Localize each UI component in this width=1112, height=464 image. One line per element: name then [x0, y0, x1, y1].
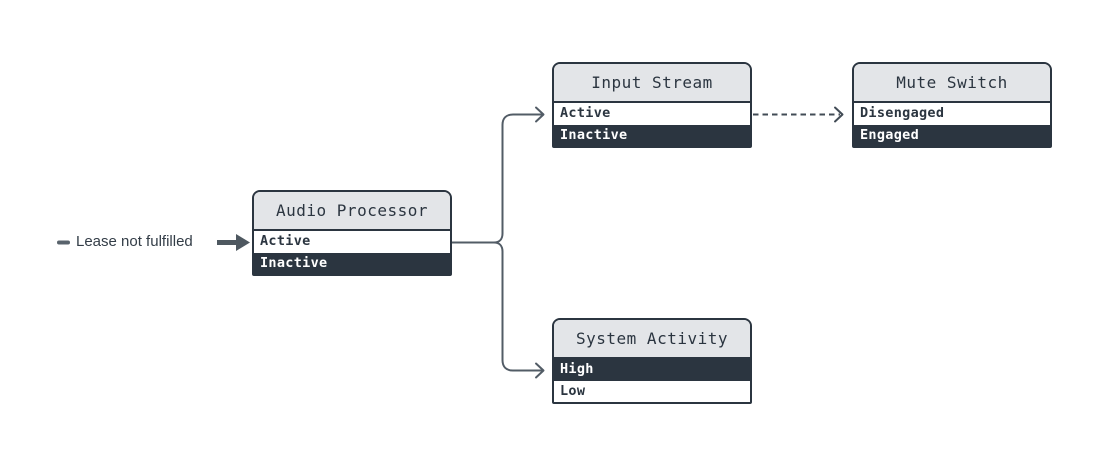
node-mute-switch-row-engaged[interactable]: Engaged: [854, 124, 1050, 146]
node-system-activity-title: System Activity: [554, 320, 750, 359]
node-system-activity[interactable]: System Activity High Low: [552, 318, 752, 404]
node-input-stream-title: Input Stream: [554, 64, 750, 103]
node-mute-switch-title: Mute Switch: [854, 64, 1050, 103]
edge-audio-processor-to-input-stream: [451, 113, 543, 244]
arrowhead-system-activity-icon: [535, 362, 545, 379]
node-system-activity-row-low[interactable]: Low: [554, 380, 750, 402]
annotation-arrow-icon: [217, 234, 250, 251]
edge-audio-processor-to-system-activity: [493, 241, 543, 372]
node-system-activity-row-high[interactable]: High: [554, 359, 750, 381]
node-input-stream[interactable]: Input Stream Active Inactive: [552, 62, 752, 148]
arrowhead-input-stream-icon: [535, 106, 545, 123]
node-audio-processor-row-inactive[interactable]: Inactive: [254, 252, 450, 274]
event-label-lease-not-fulfilled: Lease not fulfilled: [76, 233, 193, 250]
node-audio-processor-row-active[interactable]: Active: [254, 231, 450, 253]
arrowhead-mute-switch-icon: [834, 106, 844, 123]
node-audio-processor-title: Audio Processor: [254, 192, 450, 231]
node-mute-switch-row-disengaged[interactable]: Disengaged: [854, 103, 1050, 125]
node-audio-processor[interactable]: Audio Processor Active Inactive: [252, 190, 452, 276]
node-mute-switch[interactable]: Mute Switch Disengaged Engaged: [852, 62, 1052, 148]
node-input-stream-row-inactive[interactable]: Inactive: [554, 124, 750, 146]
node-input-stream-row-active[interactable]: Active: [554, 103, 750, 125]
